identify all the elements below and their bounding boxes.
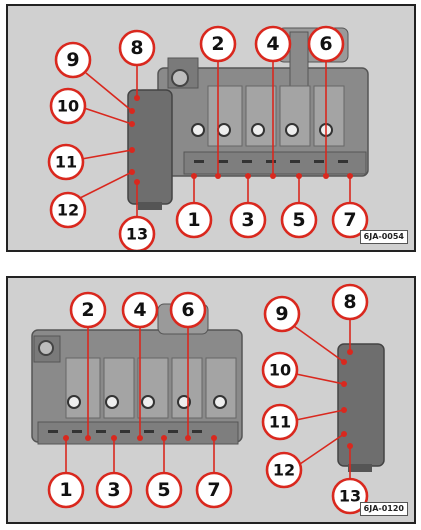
callout-6: 6 <box>307 25 345 63</box>
fuse-box-illustration: 2 4 6 1 3 5 7 8 9 10 11 12 13 <box>31 283 385 515</box>
callout-3: 3 <box>95 471 133 509</box>
callout-4: 4 <box>121 291 159 329</box>
svg-text:10: 10 <box>57 97 79 116</box>
callout-11: 11 <box>47 143 85 181</box>
callout-3: 3 <box>229 201 267 239</box>
svg-text:1: 1 <box>59 479 72 501</box>
svg-text:7: 7 <box>207 479 220 501</box>
fuse-box-figure-top: 8 9 10 11 12 13 2 4 6 1 3 5 7 6JA-0054 <box>6 4 416 252</box>
leader-lines <box>75 62 353 216</box>
svg-text:11: 11 <box>269 413 291 432</box>
svg-text:8: 8 <box>130 37 143 59</box>
svg-text:1: 1 <box>187 209 200 231</box>
svg-text:2: 2 <box>81 299 94 321</box>
fuse-box-figure-bottom: 2 4 6 1 3 5 7 8 9 10 11 12 13 6JA-0120 <box>6 276 416 524</box>
svg-text:9: 9 <box>66 49 79 71</box>
callout-10: 10 <box>49 87 87 125</box>
callout-12: 12 <box>49 191 87 229</box>
callout-7: 7 <box>331 201 369 239</box>
svg-text:11: 11 <box>55 153 77 172</box>
svg-text:12: 12 <box>57 201 79 220</box>
callout-9: 9 <box>54 41 92 79</box>
svg-text:4: 4 <box>266 33 279 55</box>
svg-text:4: 4 <box>133 299 146 321</box>
relay-module <box>337 343 385 472</box>
callout-6: 6 <box>169 291 207 329</box>
svg-text:7: 7 <box>343 209 356 231</box>
callout-11: 11 <box>261 403 299 441</box>
figure-code: 6JA-0054 <box>359 230 408 244</box>
callout-4: 4 <box>254 25 292 63</box>
callout-2: 2 <box>69 291 107 329</box>
svg-text:9: 9 <box>275 303 288 325</box>
svg-text:3: 3 <box>107 479 120 501</box>
callout-9: 9 <box>263 295 301 333</box>
svg-text:8: 8 <box>343 291 356 313</box>
svg-text:6: 6 <box>319 33 332 55</box>
svg-text:5: 5 <box>157 479 170 501</box>
svg-text:3: 3 <box>241 209 254 231</box>
callout-8: 8 <box>331 283 369 321</box>
callout-10: 10 <box>261 351 299 389</box>
callout-5: 5 <box>280 201 318 239</box>
callout-5: 5 <box>145 471 183 509</box>
leader-lines <box>63 320 353 480</box>
fuse-box-illustration: 8 9 10 11 12 13 2 4 6 1 3 5 7 <box>47 25 369 250</box>
callout-7: 7 <box>195 471 233 509</box>
svg-text:13: 13 <box>126 225 148 244</box>
callout-1: 1 <box>175 201 213 239</box>
svg-text:13: 13 <box>339 487 361 506</box>
callout-8: 8 <box>118 29 156 67</box>
callout-1: 1 <box>47 471 85 509</box>
svg-text:6: 6 <box>181 299 194 321</box>
relay-module <box>127 89 173 210</box>
svg-text:10: 10 <box>269 361 291 380</box>
svg-text:12: 12 <box>273 461 295 480</box>
callout-13: 13 <box>331 477 369 515</box>
callout-13: 13 <box>118 215 156 250</box>
svg-text:2: 2 <box>211 33 224 55</box>
callout-12: 12 <box>265 451 303 489</box>
callout-2: 2 <box>199 25 237 63</box>
svg-text:5: 5 <box>292 209 305 231</box>
figure-code: 6JA-0120 <box>359 502 408 516</box>
